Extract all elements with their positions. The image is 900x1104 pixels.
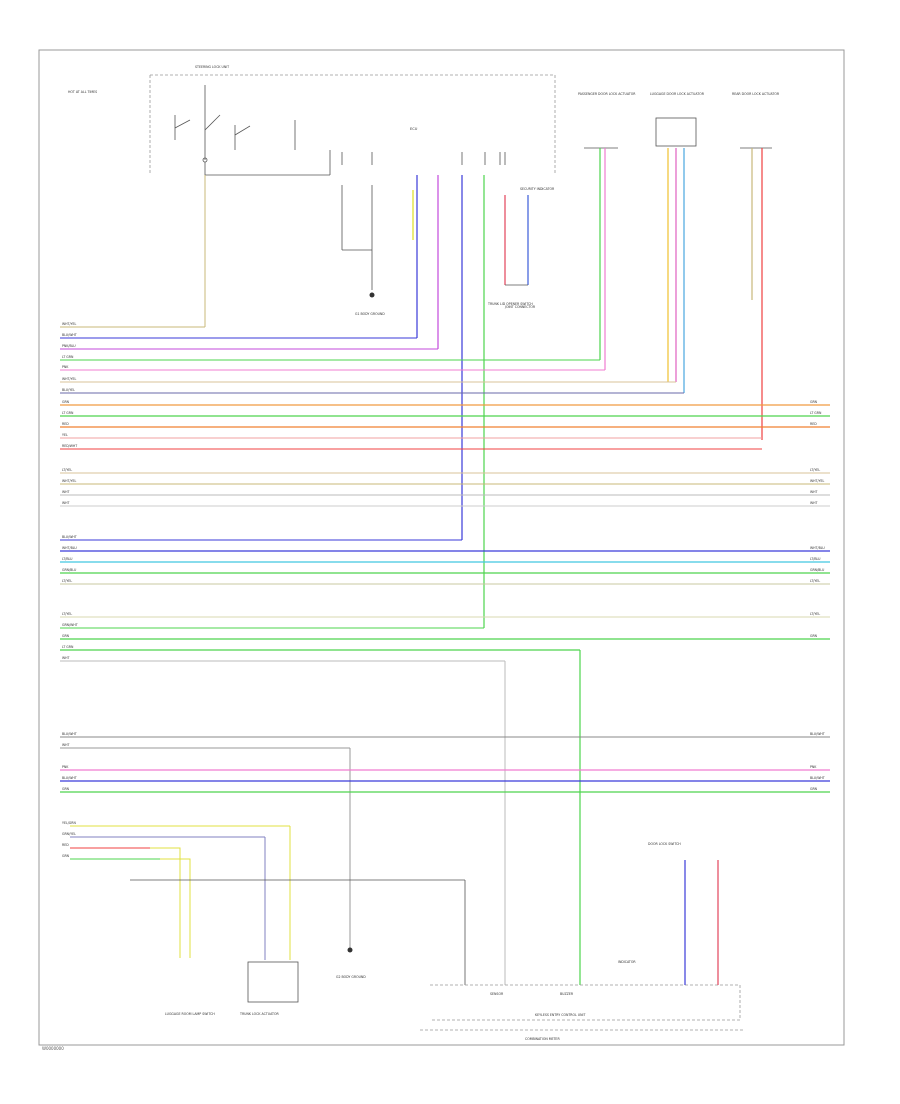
ecu-connector-label: SECURITY INDICATOR <box>520 187 555 191</box>
svg-text:GRN: GRN <box>62 400 70 404</box>
svg-text:YEL: YEL <box>62 433 68 437</box>
svg-text:GRN: GRN <box>62 634 70 638</box>
ignition-switch-block: HOT AT ALL TIMES STEERING LOCK UNIT ECU <box>68 65 556 176</box>
svg-text:GRN/YEL: GRN/YEL <box>62 832 76 836</box>
svg-text:PNK: PNK <box>810 765 817 769</box>
wire-bus-3 <box>60 539 830 585</box>
vertical-wires-top <box>204 148 763 628</box>
svg-text:GRN/BLU: GRN/BLU <box>62 568 77 572</box>
ignition-switch-label: HOT AT ALL TIMES <box>68 90 97 94</box>
page-frame <box>38 49 845 1046</box>
trunk-opener-label: TRUNK LID OPENER SWITCH <box>487 302 533 306</box>
combination-meter-label: COMBINATION METER <box>525 1037 560 1041</box>
svg-text:WHT/BLU: WHT/BLU <box>810 546 825 550</box>
svg-text:LT GRN: LT GRN <box>62 645 74 649</box>
ground-top-label: G1 BODY GROUND <box>355 312 385 316</box>
svg-text:LT GRN: LT GRN <box>62 355 74 359</box>
luggage-sensor-label: LUGGAGE ROOM LAMP SWITCH <box>165 1012 215 1016</box>
svg-text:BLU/WHT: BLU/WHT <box>62 535 77 539</box>
bottom-left-actuators: G2 BODY GROUND LUGGAGE ROOM LAMP SWITCH … <box>70 825 466 1016</box>
svg-text:WHT: WHT <box>810 501 818 505</box>
svg-text:GRN/BLU: GRN/BLU <box>810 568 825 572</box>
svg-text:BLU/WHT: BLU/WHT <box>810 732 825 736</box>
svg-text:GRN: GRN <box>810 400 818 404</box>
wire-bus-5 <box>60 736 830 950</box>
trunk-unit-box <box>247 961 299 1003</box>
meter-block: SENSOR BUZZER INDICATOR KEYLESS ENTRY CO… <box>420 305 745 1041</box>
svg-text:WHT/YEL: WHT/YEL <box>62 322 77 326</box>
svg-text:PNK: PNK <box>62 365 69 369</box>
svg-text:BLU/WHT: BLU/WHT <box>62 333 77 337</box>
wire-bus-2 <box>60 472 830 507</box>
luggage-door-actuator: LUGGAGE DOOR LOCK ACTUATOR <box>650 92 705 147</box>
meter-terminal-left: SENSOR <box>490 992 504 996</box>
svg-text:WHT: WHT <box>62 743 70 747</box>
wire-bus-1 <box>60 326 830 450</box>
meter-terminal-mid: BUZZER <box>560 992 574 996</box>
svg-text:WHT: WHT <box>62 501 70 505</box>
svg-text:LT/YEL: LT/YEL <box>62 612 72 616</box>
svg-text:WHT: WHT <box>62 656 70 660</box>
ignition-note-label: STEERING LOCK UNIT <box>195 65 229 69</box>
svg-text:LT/BLU: LT/BLU <box>810 557 821 561</box>
luggage-door-label: LUGGAGE DOOR LOCK ACTUATOR <box>650 92 705 96</box>
svg-text:LT GRN: LT GRN <box>62 411 74 415</box>
svg-text:WHT/YEL: WHT/YEL <box>62 377 77 381</box>
svg-text:RED: RED <box>62 843 69 847</box>
ecu-label: ECU <box>410 127 418 131</box>
passenger-door-label: PASSENGER DOOR LOCK ACTUATOR <box>578 92 636 96</box>
svg-text:LT/YEL: LT/YEL <box>810 579 820 583</box>
svg-text:YEL/GRN: YEL/GRN <box>62 821 76 825</box>
svg-text:WHT/BLU: WHT/BLU <box>62 546 77 550</box>
svg-text:GRN/WHT: GRN/WHT <box>62 623 78 627</box>
svg-text:LT/YEL: LT/YEL <box>62 468 72 472</box>
trunk-opener-switch: TRUNK LID OPENER SWITCH <box>487 195 533 306</box>
ground-bottom-label: G2 BODY GROUND <box>336 975 366 979</box>
svg-text:PNK/BLU: PNK/BLU <box>62 344 76 348</box>
ground-top: G1 BODY GROUND <box>341 185 385 316</box>
joint-connector-label: JOINT CONNECTOR <box>504 305 536 309</box>
ground-top-icon <box>369 292 375 298</box>
svg-text:WHT: WHT <box>810 490 818 494</box>
svg-text:BLU/YEL: BLU/YEL <box>62 388 75 392</box>
svg-text:WHT/YEL: WHT/YEL <box>810 479 825 483</box>
ground-bottom-icon <box>347 947 353 953</box>
passenger-door-actuator: PASSENGER DOOR LOCK ACTUATOR <box>578 92 636 149</box>
svg-text:BLU/WHT: BLU/WHT <box>62 776 77 780</box>
door-lock-switch-label: DOOR LOCK SWITCH <box>648 842 681 846</box>
svg-text:RED: RED <box>62 422 69 426</box>
wire-labels-left: WHT/YEL BLU/WHT PNK/BLU LT GRN PNK WHT/Y… <box>62 322 78 858</box>
rear-door-actuator: REAR DOOR LOCK ACTUATOR <box>732 92 780 149</box>
wire-bus-4 <box>60 616 830 985</box>
keyless-unit-label: KEYLESS ENTRY CONTROL UNIT <box>535 1013 585 1017</box>
svg-text:BLU/WHT: BLU/WHT <box>810 776 825 780</box>
svg-text:GRN: GRN <box>810 634 818 638</box>
svg-text:BLU/WHT: BLU/WHT <box>62 732 77 736</box>
svg-text:PNK: PNK <box>62 765 69 769</box>
svg-text:GRN: GRN <box>62 854 70 858</box>
svg-text:LT/YEL: LT/YEL <box>62 579 72 583</box>
luggage-door-box <box>655 117 697 147</box>
svg-text:LT/YEL: LT/YEL <box>810 468 820 472</box>
svg-text:WHT/YEL: WHT/YEL <box>62 479 77 483</box>
svg-text:LT/BLU: LT/BLU <box>62 557 73 561</box>
svg-text:GRN: GRN <box>62 787 70 791</box>
meter-terminal-right: INDICATOR <box>618 960 636 964</box>
svg-text:LT/YEL: LT/YEL <box>810 612 820 616</box>
svg-text:RED: RED <box>810 422 817 426</box>
ecu-connector-pins: SECURITY INDICATOR <box>341 152 555 191</box>
rear-door-label: REAR DOOR LOCK ACTUATOR <box>732 92 780 96</box>
svg-text:RED/WHT: RED/WHT <box>62 444 77 448</box>
trunk-unit-label: TRUNK LOCK ACTUATOR <box>239 1012 280 1016</box>
svg-text:WHT: WHT <box>62 490 70 494</box>
svg-text:GRN: GRN <box>810 787 818 791</box>
wire-labels-right: GRN LT GRN RED LT/YEL WHT/YEL WHT WHT WH… <box>810 400 825 791</box>
svg-text:LT GRN: LT GRN <box>810 411 822 415</box>
footer-code: W0000000 <box>42 1046 64 1051</box>
